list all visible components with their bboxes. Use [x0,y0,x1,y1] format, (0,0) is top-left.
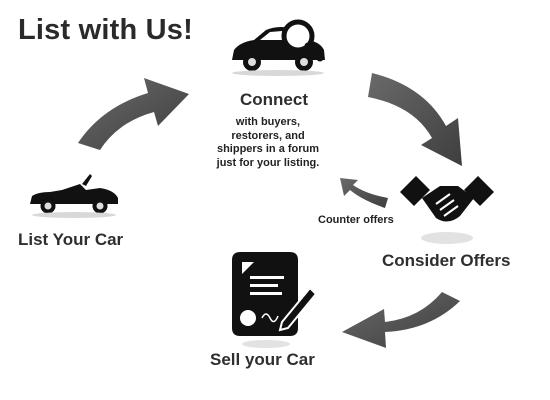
convertible-car-icon [30,174,118,218]
counter-offers-label: Counter offers [318,214,394,226]
contract-signing-icon [232,252,318,348]
connect-description: with buyers, restorers, and shippers in … [216,116,320,169]
page-title: List with Us! [18,14,193,46]
handshake-icon [400,176,494,244]
car-magnifier-icon [232,19,325,76]
step-label-connect: Connect [240,90,308,109]
step-label-sell-your-car: Sell your Car [210,350,315,369]
arrow-list-to-connect [78,78,189,150]
arrow-consider-to-sell [342,292,460,348]
arrow-counter-offer [340,178,388,208]
arrow-connect-to-consider [368,73,462,166]
step-label-consider-offers: Consider Offers [382,251,511,270]
step-label-list-your-car: List Your Car [18,230,124,249]
